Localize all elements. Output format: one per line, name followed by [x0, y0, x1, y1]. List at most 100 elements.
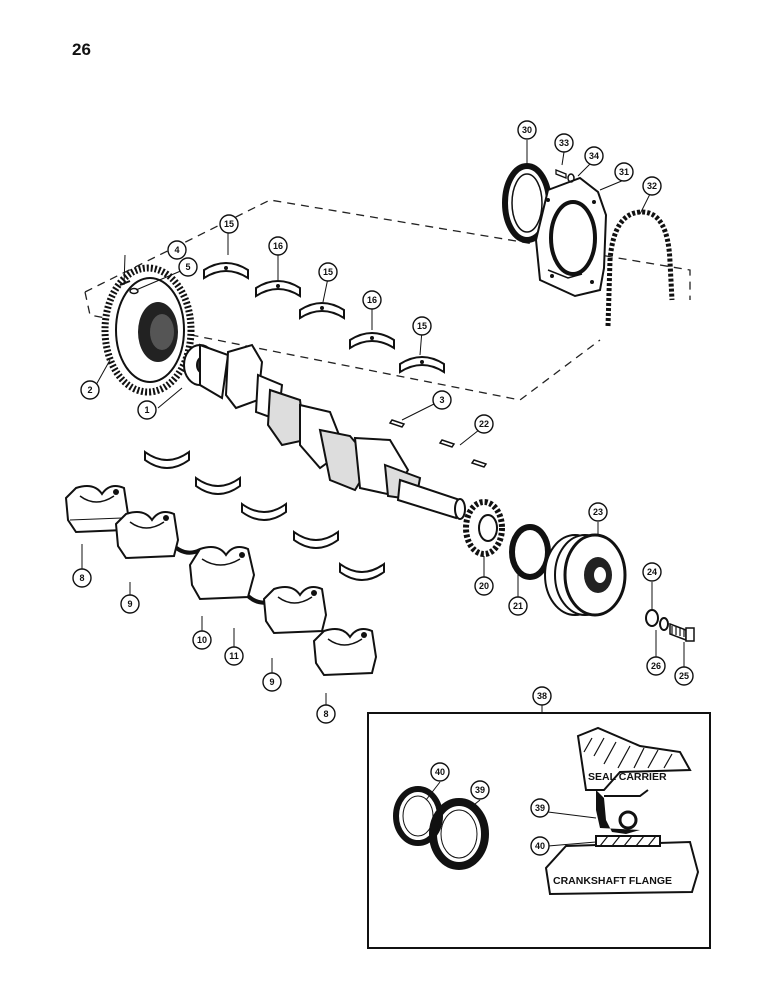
lockwasher-26	[659, 617, 669, 631]
seal-carrier-section	[576, 726, 692, 791]
seal-detail-frame	[367, 712, 711, 949]
washer-5	[129, 287, 139, 295]
callout-2	[80, 380, 100, 400]
callout-label: 26	[651, 661, 661, 671]
upper-main-bearing	[255, 280, 301, 298]
callout-label: 3	[439, 395, 444, 405]
rear-seal-39-ring	[429, 798, 489, 870]
callout-label: 40	[535, 841, 545, 851]
callout-label: 32	[647, 181, 657, 191]
key-3	[388, 419, 406, 428]
callout-label: 25	[679, 671, 689, 681]
main-bearing-cap	[64, 485, 130, 534]
callout-label: 15	[417, 321, 427, 331]
callout-16a	[268, 236, 288, 256]
callout-32	[642, 176, 662, 196]
lower-main-bearing	[241, 502, 287, 521]
timing-gear	[101, 264, 195, 396]
bolt-4	[119, 280, 131, 286]
callout-label: 33	[559, 138, 569, 148]
callout-label: 1	[144, 405, 149, 415]
key-22	[438, 439, 456, 448]
callout-label: 16	[367, 295, 377, 305]
callout-label: 15	[323, 267, 333, 277]
callout-21	[508, 596, 528, 616]
callout-9b	[262, 672, 282, 692]
callout-5	[178, 257, 198, 277]
callout-30	[517, 120, 537, 140]
callout-label: 11	[229, 651, 239, 661]
lower-main-bearing	[293, 530, 339, 549]
callout-label: 40	[435, 767, 445, 777]
pulley-bolt-25	[669, 622, 695, 642]
callout-33	[554, 133, 574, 153]
callout-39-ring	[470, 780, 490, 800]
callout-22	[474, 414, 494, 434]
callout-38	[532, 686, 552, 706]
main-bearing-cap	[188, 546, 256, 601]
callout-10	[192, 630, 212, 650]
washer-24	[645, 609, 659, 627]
upper-main-bearing	[399, 356, 445, 374]
screw-33	[555, 169, 567, 179]
rear-seal-carrier	[534, 176, 608, 298]
upper-main-bearing	[349, 332, 395, 350]
callout-label: 39	[475, 785, 485, 795]
callout-label: 24	[647, 567, 657, 577]
callout-40-ring	[430, 762, 450, 782]
callout-label: 16	[273, 241, 283, 251]
callout-11	[224, 646, 244, 666]
crankshaft-pulley	[544, 533, 627, 617]
upper-main-bearing	[299, 302, 345, 320]
callout-label: 39	[535, 803, 545, 813]
callout-1	[137, 400, 157, 420]
callout-label: 34	[589, 151, 599, 161]
callout-9a	[120, 594, 140, 614]
crankshaft	[183, 343, 466, 520]
lower-main-bearing	[195, 476, 241, 495]
callout-40-section	[530, 836, 550, 856]
callout-16b	[362, 290, 382, 310]
callout-label: 2	[87, 385, 92, 395]
callout-label: 38	[537, 691, 547, 701]
lower-main-bearing	[144, 450, 190, 469]
page-number: 26	[72, 40, 91, 59]
callout-15b	[318, 262, 338, 282]
main-bearing-cap	[114, 511, 180, 560]
callout-23	[588, 502, 608, 522]
callout-39-section	[530, 798, 550, 818]
callout-25	[674, 666, 694, 686]
callout-34	[584, 146, 604, 166]
callout-24	[642, 562, 662, 582]
crankshaft-flange-section	[544, 835, 700, 896]
lower-main-bearing	[339, 562, 385, 581]
callout-8b	[316, 704, 336, 724]
front-oil-seal	[509, 524, 551, 580]
callout-label: 31	[619, 167, 629, 177]
callout-4	[167, 240, 187, 260]
rear-carrier-gasket	[605, 209, 675, 327]
callout-26	[646, 656, 666, 676]
callout-label: 9	[127, 599, 132, 609]
callout-label: 30	[522, 125, 532, 135]
callout-label: 21	[513, 601, 523, 611]
callout-15c	[412, 316, 432, 336]
callout-label: 4	[174, 245, 179, 255]
washer-34	[567, 173, 575, 183]
key-22	[470, 459, 488, 468]
callout-15a	[219, 214, 239, 234]
crankshaft-gear	[463, 499, 505, 557]
callout-label: 10	[197, 635, 207, 645]
main-bearing-cap	[262, 586, 328, 635]
callout-label: 8	[323, 709, 328, 719]
callout-label: 15	[224, 219, 234, 229]
seal-lip-section	[596, 789, 649, 834]
callout-label: 8	[79, 573, 84, 583]
callout-label: 23	[593, 507, 603, 517]
callout-3	[432, 390, 452, 410]
callout-label: 9	[269, 677, 274, 687]
seal-carrier-label: SEAL CARRIER	[588, 771, 667, 783]
leader-lines	[81, 140, 685, 706]
callout-label: 22	[479, 419, 489, 429]
